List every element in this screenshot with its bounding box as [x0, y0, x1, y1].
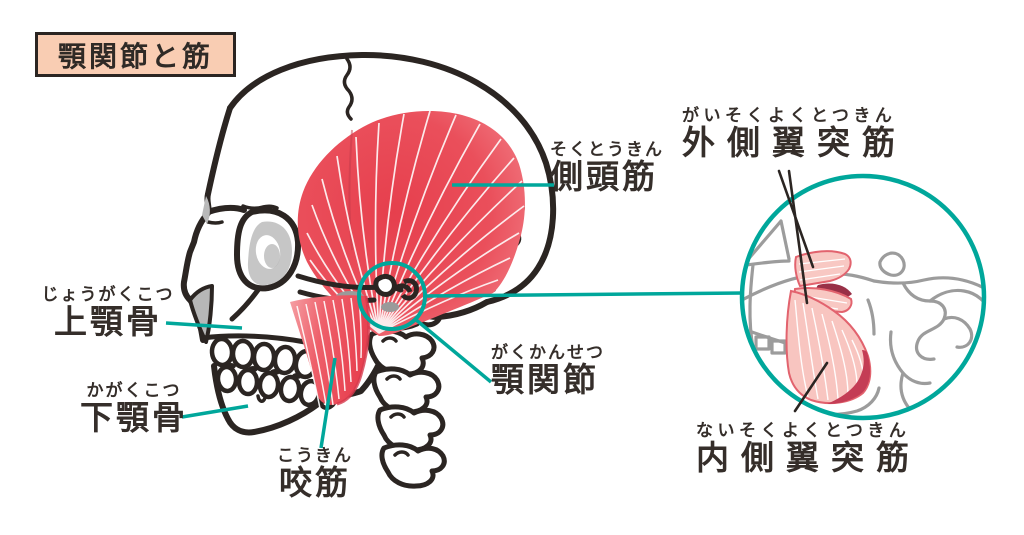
lateral-pterygoid-kanji: 外側翼突筋: [682, 124, 907, 161]
leader-line-maxilla: [165, 321, 243, 330]
maxilla-furigana: じょうがくこつ: [41, 285, 175, 304]
temporalis-furigana: そくとうきん: [550, 140, 664, 159]
inset-circle: [739, 173, 987, 421]
medial-pterygoid-furigana: ないそくよくとつきん: [696, 421, 911, 440]
mandible-furigana: かがくこつ: [86, 381, 182, 400]
inset-leader-lines: [777, 169, 829, 413]
lateral-pterygoid-furigana: がいそくよくとつきん: [682, 106, 897, 125]
mandible-kanji: 下顎骨: [80, 399, 188, 436]
temporalis-kanji: 側頭筋: [550, 158, 658, 195]
label-medial-pterygoid: ないそくよくとつきん 内側翼突筋: [696, 421, 921, 475]
jaw-joint-furigana: がくかんせつ: [491, 343, 605, 362]
masseter-kanji: 咬筋: [279, 464, 351, 501]
masseter-furigana: こうきん: [277, 446, 353, 465]
inset-connector-line: [424, 291, 745, 298]
nasal-aperture: [188, 196, 214, 344]
leader-line-masseter: [319, 357, 337, 449]
leader-line-mandible: [181, 404, 249, 419]
maxilla-kanji: 上顎骨: [54, 303, 162, 340]
medial-pterygoid-kanji: 内側翼突筋: [696, 439, 921, 476]
label-mandible: かがくこつ 下顎骨: [68, 381, 200, 435]
tmj-details: [373, 273, 419, 301]
medial-pterygoid-muscle: [785, 289, 872, 405]
eye-socket: [234, 207, 302, 292]
leader-line-jaw-joint: [413, 317, 493, 384]
label-lateral-pterygoid: がいそくよくとつきん 外側翼突筋: [682, 106, 907, 160]
label-jaw-joint: がくかんせつ 顎関節: [491, 343, 605, 397]
jaw-joint-kanji: 顎関節: [491, 361, 599, 398]
label-temporalis: そくとうきん 側頭筋: [550, 140, 664, 194]
inset-circle-border: [739, 173, 987, 421]
title-box: 顎関節と筋: [35, 32, 236, 77]
label-masseter: こうきん 咬筋: [254, 446, 376, 500]
page-title: 顎関節と筋: [57, 40, 213, 72]
label-maxilla: じょうがくこつ 上顎骨: [38, 285, 178, 339]
